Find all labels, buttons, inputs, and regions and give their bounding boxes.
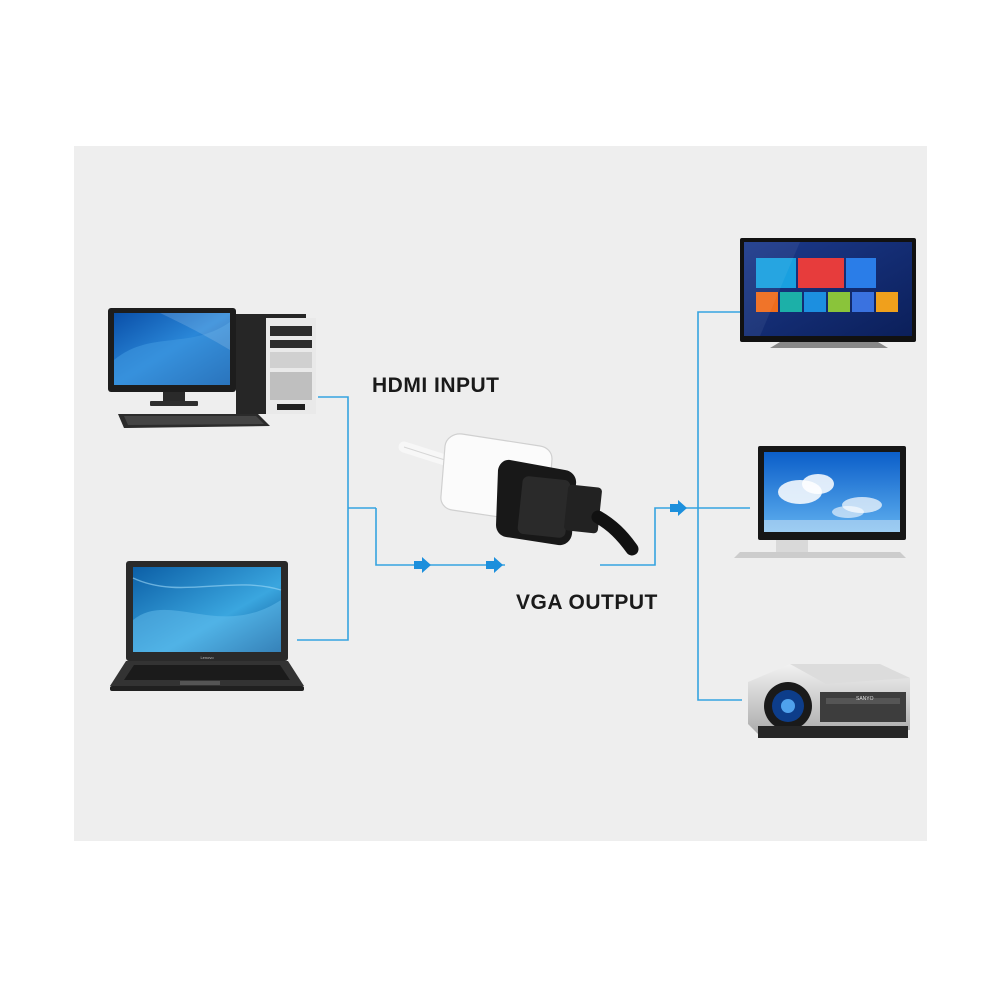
hdmi-to-vga-adapter-image	[398, 433, 639, 556]
arrow-right-icon	[670, 500, 687, 516]
projector-brand-logo: SANYO	[856, 696, 874, 702]
arrow-right-icon	[414, 557, 431, 573]
desktop-computer-image	[108, 308, 316, 428]
laptop-image: Lenovo	[110, 561, 304, 691]
desktop-connector-line	[297, 396, 349, 641]
vga-output-label: VGA OUTPUT	[516, 591, 658, 614]
smart-tv-image	[740, 238, 916, 348]
input-line	[375, 508, 505, 566]
hdmi-input-label: HDMI INPUT	[372, 374, 500, 397]
destination-trunk-line	[697, 311, 742, 701]
connector-lines	[297, 311, 750, 701]
monitor-image	[734, 446, 906, 558]
projector-image: SANYO	[748, 664, 910, 738]
arrow-right-icon	[486, 557, 503, 573]
flow-arrows	[414, 500, 687, 573]
laptop-brand-logo: Lenovo	[200, 655, 214, 660]
